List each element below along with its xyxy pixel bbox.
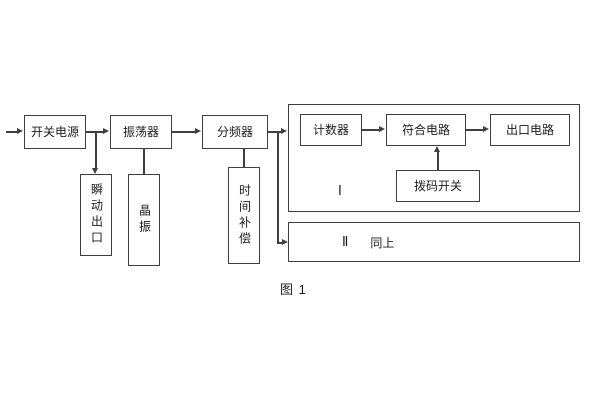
counter-label: 计数器 [312, 122, 349, 137]
branch-to-group2-line [277, 242, 282, 244]
dip-switch-label: 拨码开关 [413, 178, 462, 193]
group2-label-row: Ⅱ 同上 [342, 222, 394, 262]
oscillator-block: 振荡器 [110, 115, 172, 149]
dip-switch-block: 拨码开关 [396, 170, 480, 202]
coincidence-to-outlet-arrow-icon [483, 126, 489, 132]
coincidence-circuit-label: 符合电路 [401, 122, 450, 137]
outlet-circuit-block: 出口电路 [490, 114, 570, 146]
counter-to-coincidence-arrow-icon [379, 126, 385, 132]
power-to-oscillator-line [86, 131, 103, 133]
time-compensation-label: 时间补偿 [237, 183, 252, 248]
power-to-instant-arrow-icon [92, 168, 98, 174]
oscillator-to-divider-arrow-icon [195, 128, 201, 134]
group2-numeral: Ⅱ [342, 234, 349, 249]
power-to-instant-line [95, 132, 97, 169]
divider-to-timecomp-line [243, 149, 245, 167]
coincidence-circuit-block: 符合电路 [386, 114, 466, 146]
oscillator-to-crystal-line [143, 149, 145, 174]
outlet-circuit-label: 出口电路 [505, 122, 554, 137]
frequency-divider-block: 分频器 [202, 115, 268, 149]
power-supply-label: 开关电源 [30, 124, 79, 139]
instant-output-label: 瞬动出口 [89, 183, 104, 247]
power-supply-block: 开关电源 [24, 115, 86, 149]
group2-container [288, 222, 580, 262]
group1-container [288, 104, 580, 212]
input-arrow-icon [17, 128, 23, 134]
crystal-oscillator-block: 晶振 [128, 174, 160, 266]
group1-numeral: Ⅰ [338, 183, 342, 198]
divider-to-group1-line [268, 131, 281, 133]
group2-note: 同上 [370, 235, 395, 250]
branch-to-group2-arrow-icon [282, 239, 288, 245]
figure-caption: 图 1 [280, 282, 307, 297]
counter-block: 计数器 [300, 114, 362, 146]
coincidence-to-outlet-line [466, 129, 483, 131]
counter-to-coincidence-line [362, 129, 379, 131]
divider-to-group1-arrow-icon [281, 128, 287, 134]
crystal-oscillator-label: 晶振 [137, 204, 152, 236]
dip-to-coincidence-arrow-icon [434, 146, 440, 152]
oscillator-label: 振荡器 [122, 124, 159, 139]
oscillator-to-divider-line [172, 131, 195, 133]
dip-to-coincidence-line [437, 152, 439, 170]
input-line [6, 131, 18, 133]
power-to-oscillator-arrow-icon [103, 128, 109, 134]
instant-output-block: 瞬动出口 [80, 174, 112, 256]
frequency-divider-label: 分频器 [216, 124, 253, 139]
branch-down-line [277, 131, 279, 243]
time-compensation-block: 时间补偿 [228, 167, 260, 264]
